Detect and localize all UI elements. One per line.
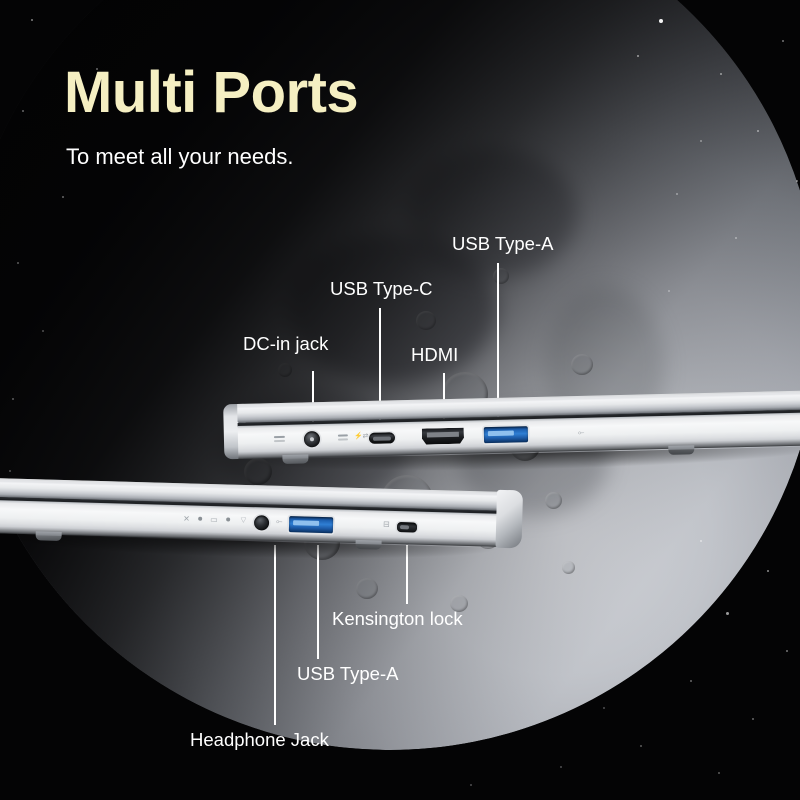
headphone-glyph-icon: ⌔ [239,514,248,526]
usb-c-thunder-icon: ⚡⇄ [353,432,369,441]
leader-line-kensington-lock [406,545,408,604]
callout-kensington-lock: Kensington lock [332,608,463,629]
power-indicator-icon: ✕ [183,514,190,524]
page-subtitle: To meet all your needs. [66,144,294,169]
power-led [198,516,203,521]
callout-usb-type-a-top: USB Type-A [452,233,554,254]
port-hdmi [422,428,464,445]
laptop-top-right-side: ⚡⇄ ⊡HDMI ⟜ [223,384,800,484]
battery-indicator-icon: ▭ [210,514,218,525]
usb-c-glyph-icon [337,438,349,441]
callout-dc-in-jack: DC-in jack [243,333,329,354]
leader-line-usb-type-a-bottom [317,545,319,659]
callout-usb-type-a-bottom: USB Type-A [297,663,399,684]
kensington-glyph-icon: ⊟ [382,519,390,529]
callout-hdmi: HDMI [411,344,459,365]
leader-line-headphone-jack [274,545,276,725]
port-dc-in-jack [303,431,321,448]
callout-usb-type-c: USB Type-C [330,278,433,299]
page-title: Multi Ports [64,60,359,125]
laptop-bottom-left-side: ✕ ▭ ⌔ ⟜ ⊟ [0,472,524,572]
usb-c-glyph-icon [337,434,348,437]
port-usb-type-c [368,432,396,444]
dc-in-glyph-icon [273,439,286,442]
leader-line-usb-type-c [379,308,381,443]
port-usb-type-a [483,426,529,444]
dc-in-glyph-icon [273,435,285,438]
callout-headphone-jack: Headphone Jack [190,729,329,750]
usb-a-glyph-icon: ⟜ [577,427,585,437]
usb-a-glyph-icon: ⟜ [276,516,283,526]
port-headphone-jack [253,515,270,531]
port-usb-type-a [288,516,334,534]
leader-line-usb-type-a-top [497,263,499,443]
battery-led [226,517,231,522]
laptop-bottom-endcap [495,489,524,549]
port-kensington-lock [396,522,418,533]
moon-limb-darkening [0,0,800,750]
